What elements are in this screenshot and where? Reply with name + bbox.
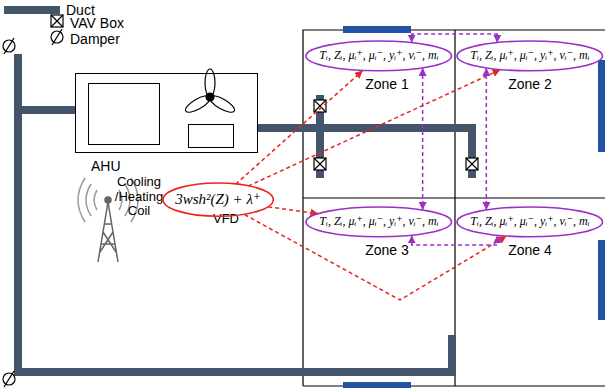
math-label: Tᵢ, Zᵢ, μᵢ⁺, μᵢ⁻, yᵢ⁺, vᵢ⁻, mᵢ [470,215,589,229]
math-label: Tᵢ, Zᵢ, μᵢ⁺, μᵢ⁻, yᵢ⁺, vᵢ⁻, mᵢ [319,49,438,63]
zone-area: Zone 2 Tᵢ, Zᵢ, μᵢ⁺, μᵢ⁻, yᵢ⁺, vᵢ⁻, mᵢ [455,30,605,198]
unit-label: AHU [91,158,121,174]
zone-label: Zone 1 [365,76,409,92]
dashed-arrow [412,235,498,245]
dashed-arrow [245,215,507,300]
zone-state-ellipse: Tᵢ, Zᵢ, μᵢ⁺, μᵢ⁻, yᵢ⁺, vᵢ⁻, mᵢ [456,40,604,72]
box-label: Cooling /Heating Coil [107,175,171,220]
legend-entry: VAV Box [70,13,124,31]
zone-state-ellipse: Tᵢ, Zᵢ, μᵢ⁺, μᵢ⁻, yᵢ⁺, vᵢ⁻, mᵢ [456,206,604,238]
zone-label: Zone 2 [508,76,552,92]
box-label: VFD [213,212,239,227]
dashed-arrow [236,71,363,185]
zone-state-ellipse: Tᵢ, Zᵢ, μᵢ⁺, μᵢ⁻, yᵢ⁺, vᵢ⁻, mᵢ [305,206,453,238]
air-handling-unit: AHUCooling /Heating CoilVFD [75,73,258,153]
vav-boxes [51,15,478,170]
dashed-arrow [412,34,498,43]
dashed-arrow [248,70,500,186]
vfd-box: VFD [188,124,234,148]
legend-entry: Damper [70,29,120,47]
dashed-arrow [422,68,424,210]
zone-area: Zone 3 Tᵢ, Zᵢ, μᵢ⁺, μᵢ⁻, yᵢ⁺, vᵢ⁻, mᵢ [303,198,455,386]
legend-label: VAV Box [70,15,124,31]
coil-box: Cooling /Heating Coil [88,83,160,145]
math-label: 3wsh²(Z) + λ⁺ [175,191,261,208]
math-label: Tᵢ, Zᵢ, μᵢ⁺, μᵢ⁻, yᵢ⁺, vᵢ⁻, mᵢ [319,215,438,229]
ducts [18,54,476,372]
ellipse-shape [457,41,603,71]
coordinator-ellipse: 3wsh²(Z) + λ⁺ [162,182,274,217]
ellipse-shape [306,41,452,71]
math-label: Tᵢ, Zᵢ, μᵢ⁺, μᵢ⁻, yᵢ⁺, vᵢ⁻, mᵢ [470,49,589,63]
zone-area: Zone 4 Tᵢ, Zᵢ, μᵢ⁺, μᵢ⁻, yᵢ⁺, vᵢ⁻, mᵢ [455,198,605,386]
legend-swatch [4,6,60,14]
ellipse-shape [457,207,603,237]
dampers [3,29,63,387]
dashed-arrow [268,207,318,214]
zone-label: Zone 4 [508,242,552,258]
zone-label: Zone 3 [365,242,409,258]
zone-area: Zone 1 Tᵢ, Zᵢ, μᵢ⁺, μᵢ⁻, yᵢ⁺, vᵢ⁻, mᵢ [303,30,455,198]
fan [183,69,236,115]
legend-label: Damper [70,31,120,47]
building-walls [303,30,605,386]
ellipse-shape [306,207,452,237]
ellipse-shape [163,183,273,216]
dashed-arrow [486,68,488,210]
zone-state-ellipse: Tᵢ, Zᵢ, μᵢ⁺, μᵢ⁻, yᵢ⁺, vᵢ⁻, mᵢ [305,40,453,72]
